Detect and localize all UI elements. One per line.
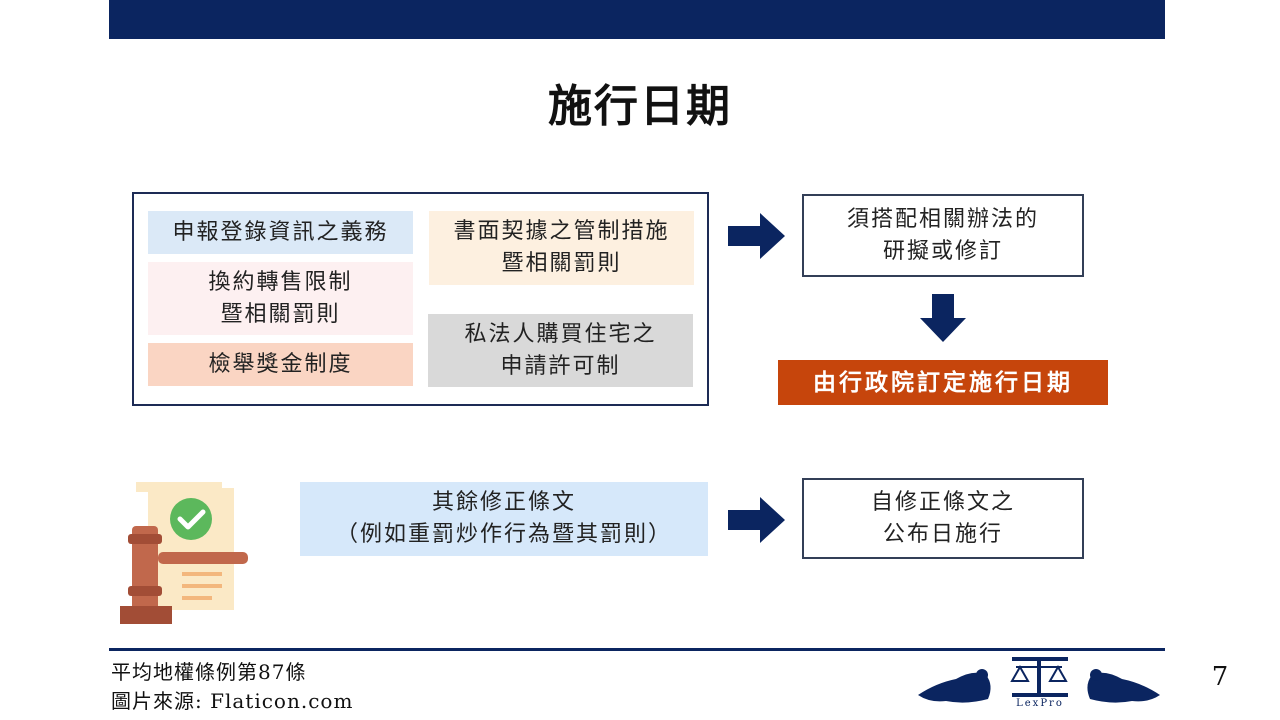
lexpro-lions-scale-logo: LexPro (918, 657, 1160, 707)
other-amended-articles-box: 其餘修正條文 （例如重罰炒作行為暨其罰則） (300, 482, 708, 556)
executive-yuan-date-label: 由行政院訂定施行日期 (778, 360, 1108, 405)
item-written-contract-control: 書面契據之管制措施 暨相關罰則 (429, 211, 694, 285)
footer-divider (109, 648, 1165, 651)
gavel-document-check-icon (120, 482, 248, 624)
item-corporate-purchase-permit: 私法人購買住宅之 申請許可制 (428, 314, 693, 387)
image-source-credit: 圖片來源: Flaticon.com (111, 689, 354, 713)
arrow-right-icon (728, 213, 785, 259)
item-whistleblower-reward: 檢舉獎金制度 (148, 343, 413, 386)
supporting-regulations-box: 須搭配相關辦法的 研擬或修訂 (802, 194, 1084, 277)
arrow-right-icon (728, 497, 785, 543)
law-reference: 平均地權條例第87條 (111, 660, 307, 684)
page-number: 7 (1211, 662, 1229, 692)
slide-title: 施行日期 (548, 81, 732, 132)
top-banner (109, 0, 1165, 39)
item-resale-restriction: 換約轉售限制 暨相關罰則 (148, 262, 413, 335)
effective-on-promulgation-box: 自修正條文之 公布日施行 (802, 478, 1084, 559)
logo-text: LexPro (1016, 698, 1064, 707)
arrow-down-icon (920, 294, 966, 342)
item-registration-duty: 申報登錄資訊之義務 (148, 211, 413, 254)
